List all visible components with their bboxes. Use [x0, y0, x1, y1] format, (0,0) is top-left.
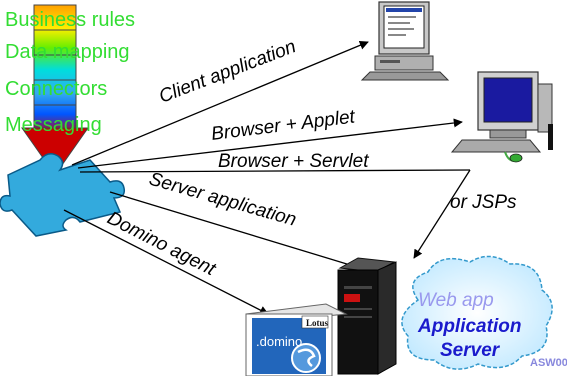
application-server-label-line1: Application — [417, 316, 521, 337]
domino-product-box: Lotus .domino — [245, 303, 348, 376]
crt-monitor-icon — [450, 71, 553, 163]
desktop-computer-icon — [360, 1, 450, 81]
layer-stack-arrow — [21, 4, 89, 176]
layer-label-business-rules: Business rules — [5, 9, 135, 31]
arrow-domino-agent — [63, 209, 269, 315]
arrow-client-application — [71, 40, 369, 166]
layer-label-messaging: Messaging — [5, 114, 102, 136]
label-browser-servlet: Browser + Servlet — [218, 151, 369, 172]
lotus-badge: Lotus — [306, 318, 329, 328]
domino-logo-icon — [291, 343, 321, 373]
label-or-jsps: or JSPs — [450, 192, 517, 213]
application-server-label-line2: Server — [440, 340, 501, 361]
layer-label-data-mapping: Data mapping — [5, 41, 130, 63]
label-domino-agent: Domino agent — [104, 208, 220, 281]
cloud-icon — [401, 255, 553, 370]
layer-label-connectors: Connectors — [5, 78, 107, 100]
arrow-browser-applet — [77, 118, 463, 169]
arrow-browser-servlet — [79, 169, 471, 173]
arrow-server-application — [109, 191, 361, 270]
label-client-application: Client application — [156, 36, 299, 107]
corner-tag: ASW00e — [530, 357, 567, 369]
label-browser-applet: Browser + Applet — [210, 106, 357, 145]
puzzle-piece-icon — [0, 153, 126, 237]
arrow-servlet-to-server — [413, 169, 471, 259]
web-app-background-text: Web app — [418, 290, 494, 311]
server-tower-icon — [337, 257, 397, 375]
label-server-application: Server application — [147, 169, 299, 231]
domino-product-label: .domino — [256, 334, 302, 349]
domino-swirl-icon — [297, 348, 316, 367]
